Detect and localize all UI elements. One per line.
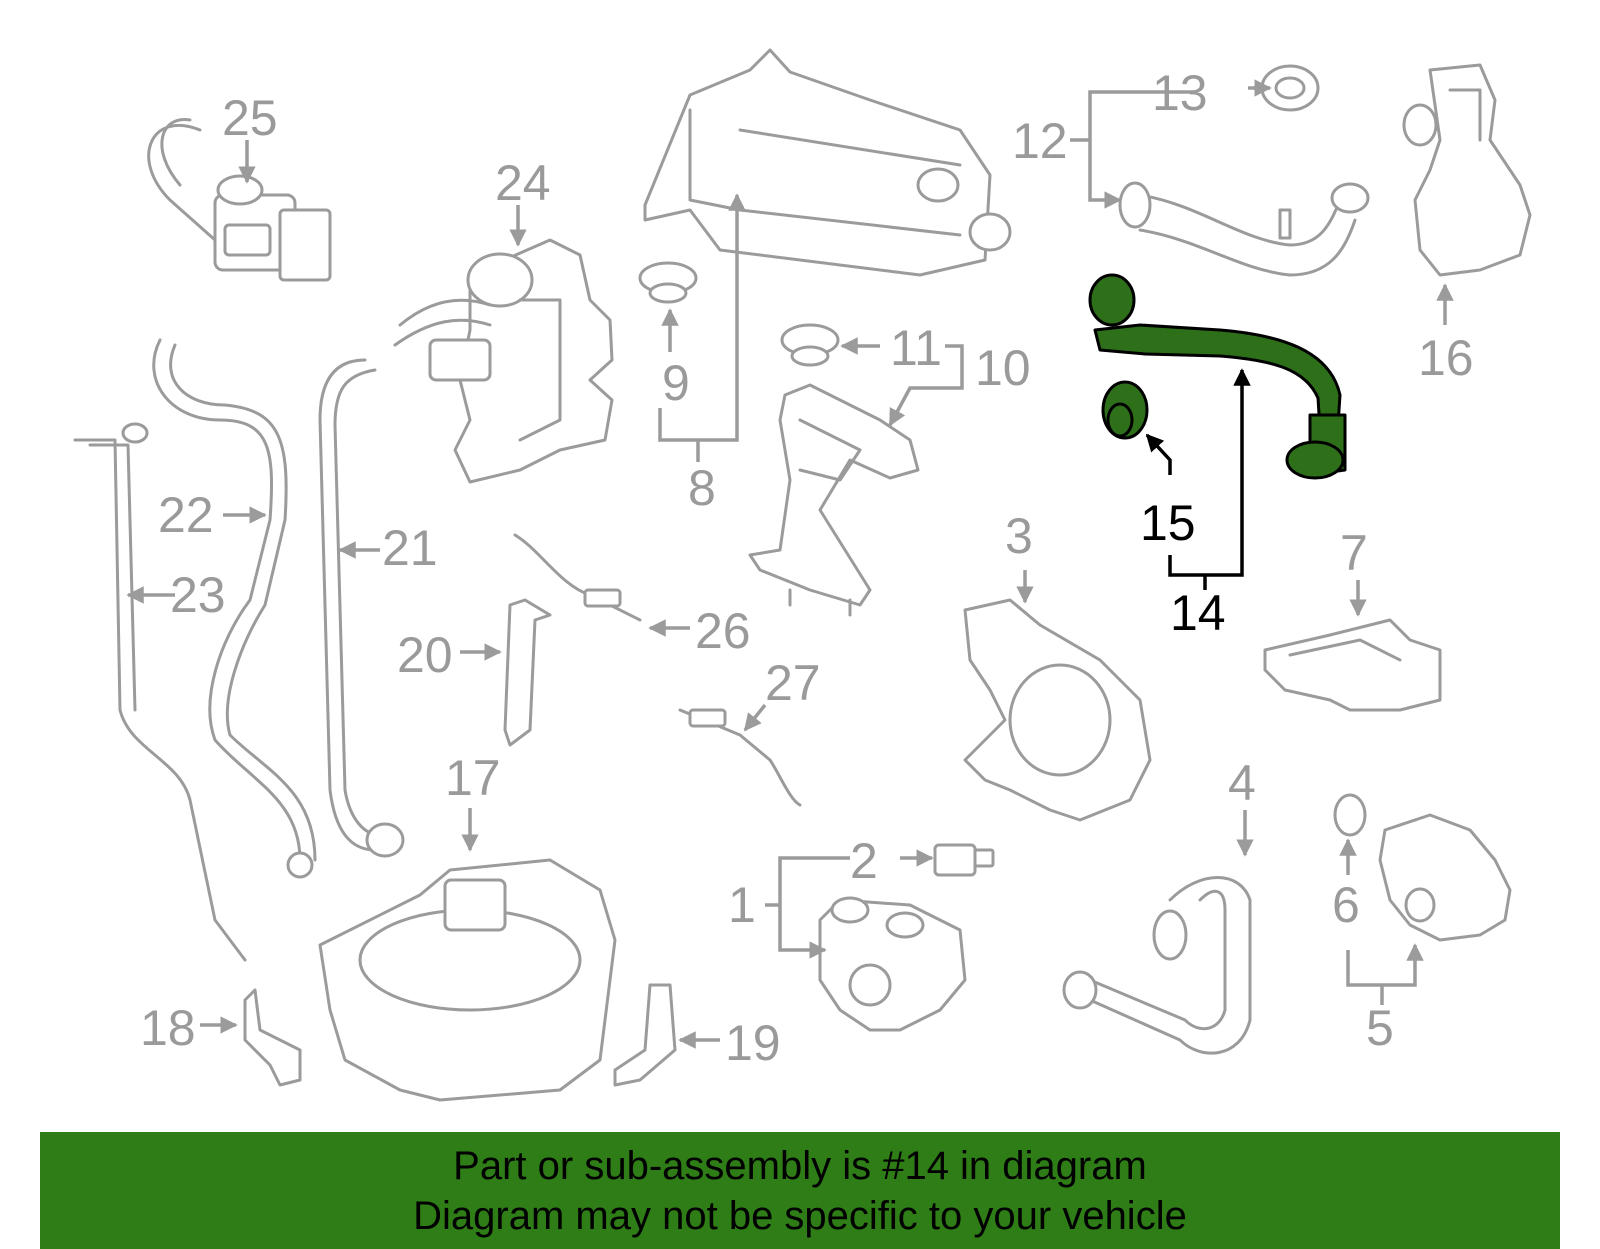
part-11-grommet [780, 323, 840, 367]
banner-line-1: Part or sub-assembly is #14 in diagram [453, 1143, 1147, 1188]
callout-3: 3 [1005, 508, 1033, 564]
callout-7: 7 [1340, 525, 1368, 581]
callout-14: 14 [1170, 585, 1226, 641]
callout-23: 23 [170, 567, 226, 623]
part-23-sensor-tube [73, 422, 247, 962]
callout-8: 8 [688, 460, 716, 516]
callout-22: 22 [158, 487, 214, 543]
callout-9: 9 [662, 355, 690, 411]
callout-26: 26 [695, 603, 751, 659]
part-18-bracket [243, 988, 302, 1087]
callout-18: 18 [140, 1000, 196, 1056]
part-14-hose-highlighted [1088, 273, 1347, 480]
callout-12: 12 [1012, 113, 1068, 169]
part-24-valve-bracket [393, 238, 614, 484]
part-2-sensor [933, 843, 995, 877]
part-4-corrugated-hose [1062, 876, 1252, 1055]
callout-17: 17 [445, 750, 501, 806]
part-15-clamp-highlighted [1101, 380, 1149, 440]
callout-2: 2 [850, 833, 878, 889]
part-27-sensor [678, 708, 802, 807]
callout-16: 16 [1418, 330, 1474, 386]
callout-6: 6 [1332, 877, 1360, 933]
callout-4: 4 [1228, 755, 1256, 811]
callout-15: 15 [1140, 495, 1196, 551]
part-1-pump [818, 896, 967, 1032]
callout-10: 10 [975, 340, 1031, 396]
part-26-sensor [513, 533, 642, 622]
info-banner: Part or sub-assembly is #14 in diagram D… [40, 1132, 1560, 1249]
part-20-bracket [503, 598, 552, 747]
callout-13: 13 [1152, 65, 1208, 121]
part-17-silencer [318, 858, 617, 1102]
callout-1: 1 [728, 877, 756, 933]
part-7-heat-shield [1263, 618, 1442, 712]
part-8-cover [643, 48, 1012, 277]
part-13-clamp [1260, 64, 1320, 112]
part-22-hose [152, 338, 317, 879]
callout-20: 20 [397, 627, 453, 683]
part-16-duct [1402, 63, 1532, 277]
callout-11: 11 [890, 320, 942, 376]
part-21-hose [318, 358, 405, 858]
callout-27: 27 [765, 655, 821, 711]
part-19-bracket [613, 983, 677, 1087]
callout-5: 5 [1366, 1000, 1394, 1056]
callout-19: 19 [725, 1015, 781, 1071]
part-9-grommet [638, 261, 698, 304]
part-25-valve [147, 118, 332, 282]
part-3-plate [963, 598, 1152, 822]
part-5-valve [1378, 813, 1512, 942]
part-10-bracket [748, 383, 920, 617]
callout-25: 25 [222, 90, 278, 146]
part-6-oring [1333, 793, 1367, 837]
callout-24: 24 [495, 155, 551, 211]
part-12-hose [1118, 181, 1370, 277]
callout-21: 21 [382, 520, 438, 576]
banner-line-2: Diagram may not be specific to your vehi… [413, 1193, 1187, 1238]
